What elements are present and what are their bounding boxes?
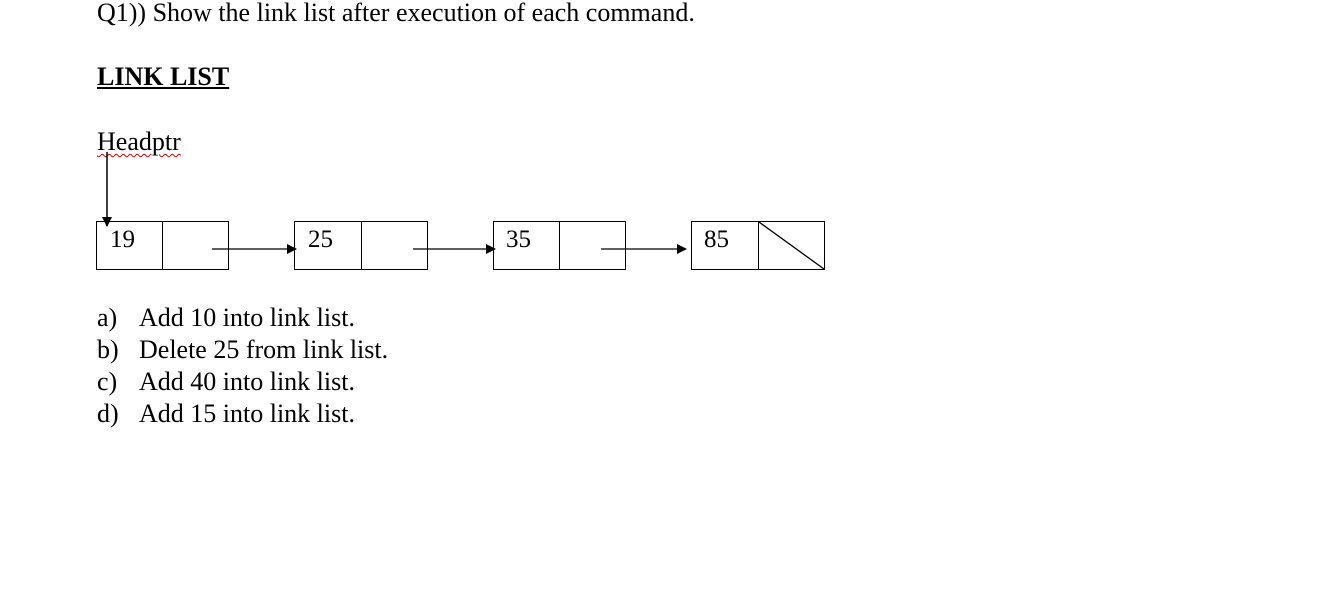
command-list: a) Add 10 into link list. b) Delete 25 fro… (97, 302, 388, 430)
command-text: Delete 25 from link list. (139, 335, 389, 364)
node-pointer-box (559, 221, 626, 270)
node-value: 19 (110, 226, 135, 253)
question-text: Q1)) Show the link list after execution … (97, 0, 695, 27)
node-pointer-box (758, 221, 825, 270)
list-item: a) Add 10 into link list. (97, 302, 388, 334)
list-node: 19 (96, 221, 229, 270)
node-pointer-box (361, 221, 428, 270)
null-pointer-slash (758, 221, 825, 270)
list-item: b) Delete 25 from link list. (97, 334, 388, 366)
list-node: 25 (294, 221, 428, 270)
command-marker: b) (97, 335, 119, 364)
list-item: d) Add 15 into link list. (97, 398, 388, 430)
command-text: Add 40 into link list. (139, 367, 355, 396)
head-pointer-label: Headptr (97, 127, 181, 156)
command-marker: d) (97, 399, 119, 428)
command-text: Add 10 into link list. (139, 303, 355, 332)
section-heading: LINK LIST (97, 62, 230, 91)
node-value: 85 (704, 226, 729, 253)
node-pointer-box (162, 221, 229, 270)
list-node: 85 (691, 221, 825, 270)
command-text: Add 15 into link list. (139, 399, 355, 428)
node-value: 35 (506, 226, 531, 253)
command-marker: c) (97, 367, 118, 396)
list-item: c) Add 40 into link list. (97, 366, 388, 398)
node-value: 25 (308, 226, 333, 253)
list-node: 35 (493, 221, 626, 270)
command-marker: a) (97, 303, 118, 332)
